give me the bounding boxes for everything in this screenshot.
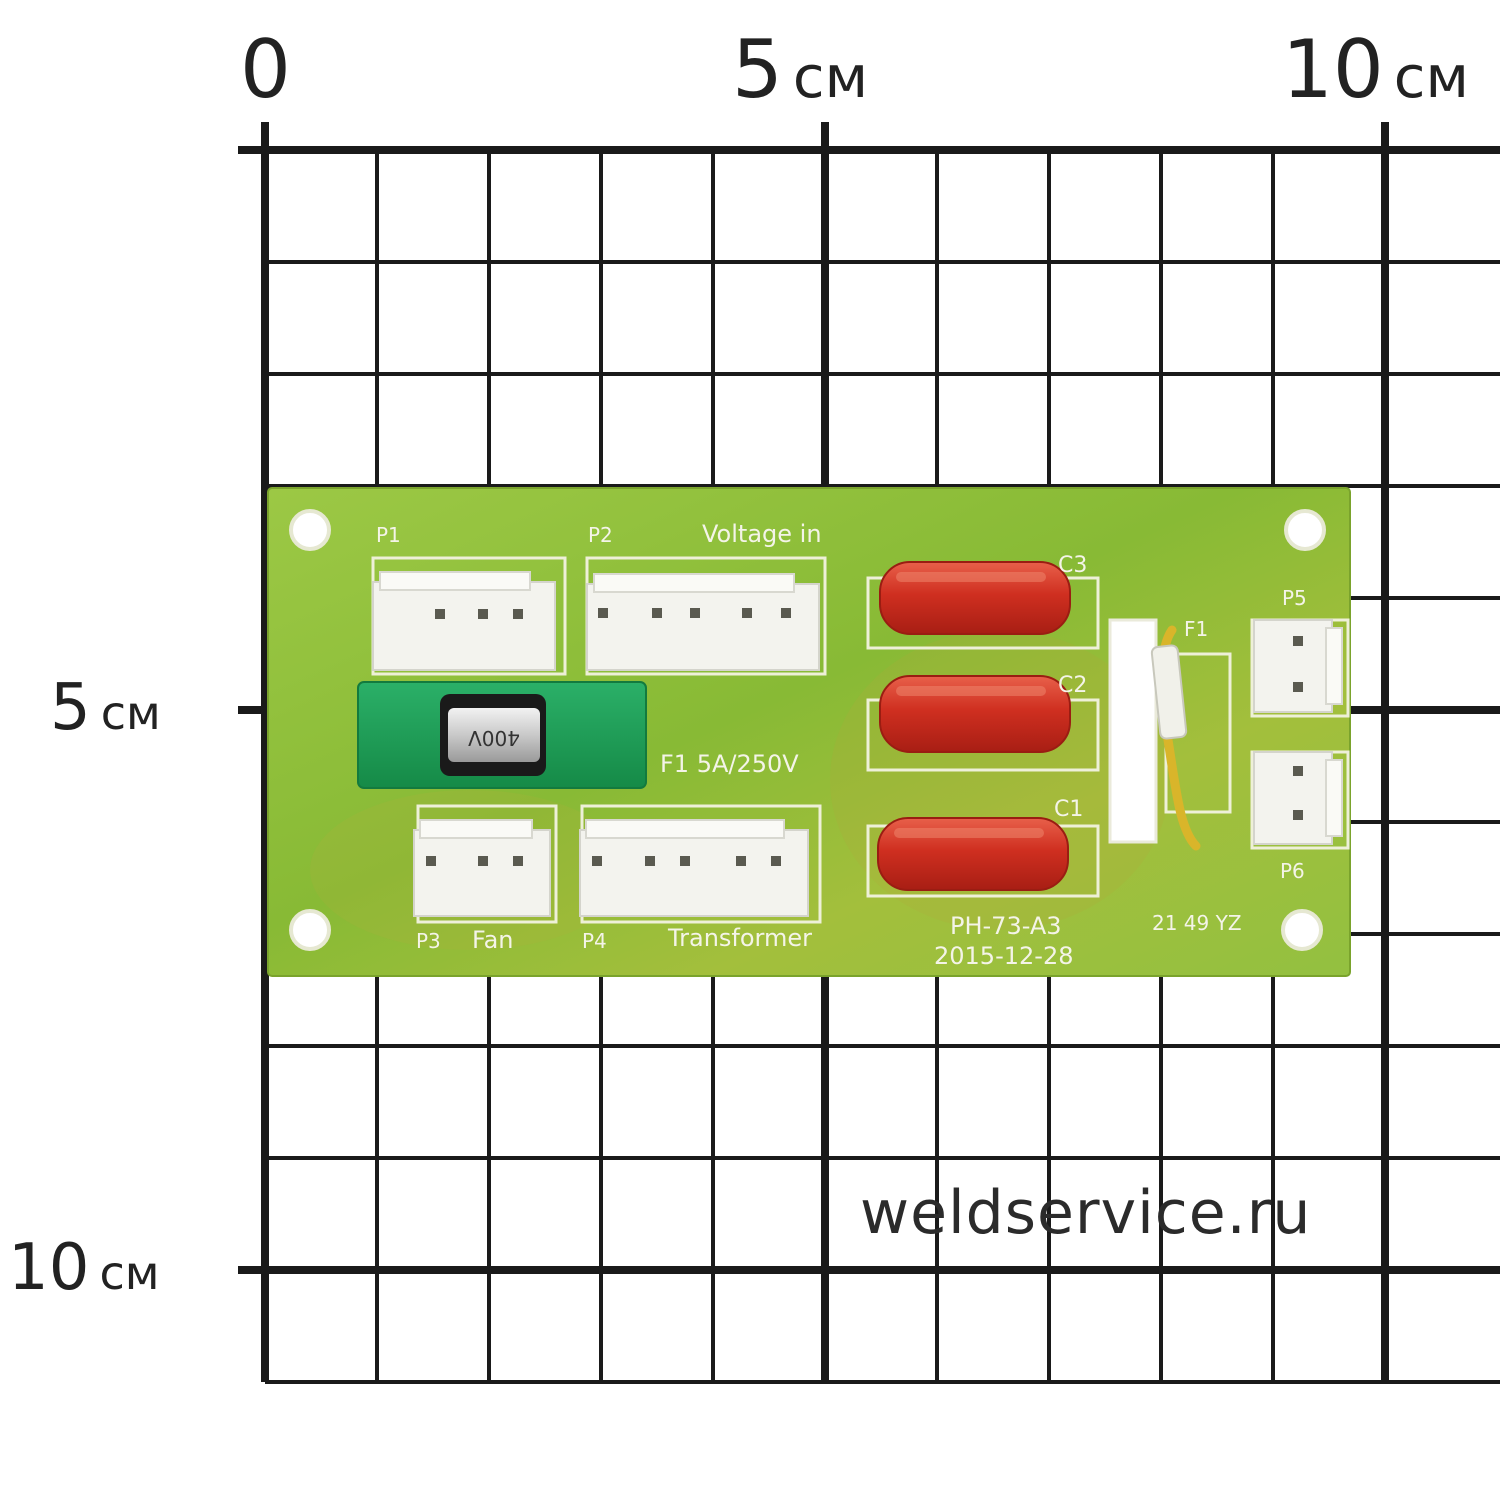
label-voltage-in: Voltage in bbox=[702, 520, 822, 548]
scale-unit: см bbox=[1393, 44, 1469, 111]
capacitor-c2 bbox=[879, 675, 1071, 753]
label-c2: C2 bbox=[1058, 673, 1087, 698]
scale-number: 5 bbox=[50, 671, 91, 745]
label-p6: P6 bbox=[1280, 859, 1305, 883]
label-f1-component: F1 bbox=[1184, 617, 1208, 641]
connector-p4 bbox=[579, 819, 809, 917]
fuse-rating-text: 400V bbox=[468, 726, 520, 750]
watermark-text: weldservice.ru bbox=[860, 1178, 1312, 1248]
scale-unit: см bbox=[100, 686, 161, 740]
scale-top-0: 0 bbox=[240, 30, 301, 118]
label-f1-fuse-rating: F1 5A/250V bbox=[660, 750, 799, 778]
mounting-holes bbox=[289, 509, 1326, 951]
connector-p2 bbox=[586, 573, 820, 671]
label-p5: P5 bbox=[1282, 586, 1307, 610]
pcb-board: 400V P1 P2 Voltage in C3 C2 C1 F1 P5 P6 … bbox=[267, 487, 1351, 977]
connector-p6 bbox=[1253, 751, 1343, 845]
scale-number: 5 bbox=[732, 23, 783, 116]
scale-number: 0 bbox=[240, 23, 291, 116]
connector-p1 bbox=[372, 571, 556, 671]
capacitor-c3 bbox=[879, 561, 1071, 635]
capacitor-c1 bbox=[877, 817, 1069, 891]
label-p3: P3 bbox=[416, 929, 441, 953]
scale-unit: см bbox=[792, 44, 869, 111]
label-c3: C3 bbox=[1058, 553, 1087, 578]
label-transformer: Transformer bbox=[667, 924, 812, 952]
label-date: 2015-12-28 bbox=[934, 942, 1073, 970]
thermal-fuse-component bbox=[1150, 625, 1201, 851]
label-p4: P4 bbox=[582, 929, 607, 953]
scale-unit: см bbox=[99, 1246, 160, 1300]
label-p1: P1 bbox=[376, 523, 401, 547]
isolation-slot bbox=[1108, 618, 1158, 844]
label-fan: Fan bbox=[472, 926, 514, 954]
label-lot-code: 21 49 YZ bbox=[1152, 911, 1242, 935]
fuse-holder: 400V bbox=[357, 681, 647, 789]
scale-number: 10 bbox=[1282, 23, 1384, 116]
connector-p3 bbox=[413, 819, 551, 917]
scale-number: 10 bbox=[8, 1231, 90, 1305]
label-p2: P2 bbox=[588, 523, 613, 547]
connector-p5 bbox=[1253, 619, 1343, 713]
label-model: PH-73-A3 bbox=[950, 912, 1062, 940]
label-c1: C1 bbox=[1054, 797, 1083, 822]
